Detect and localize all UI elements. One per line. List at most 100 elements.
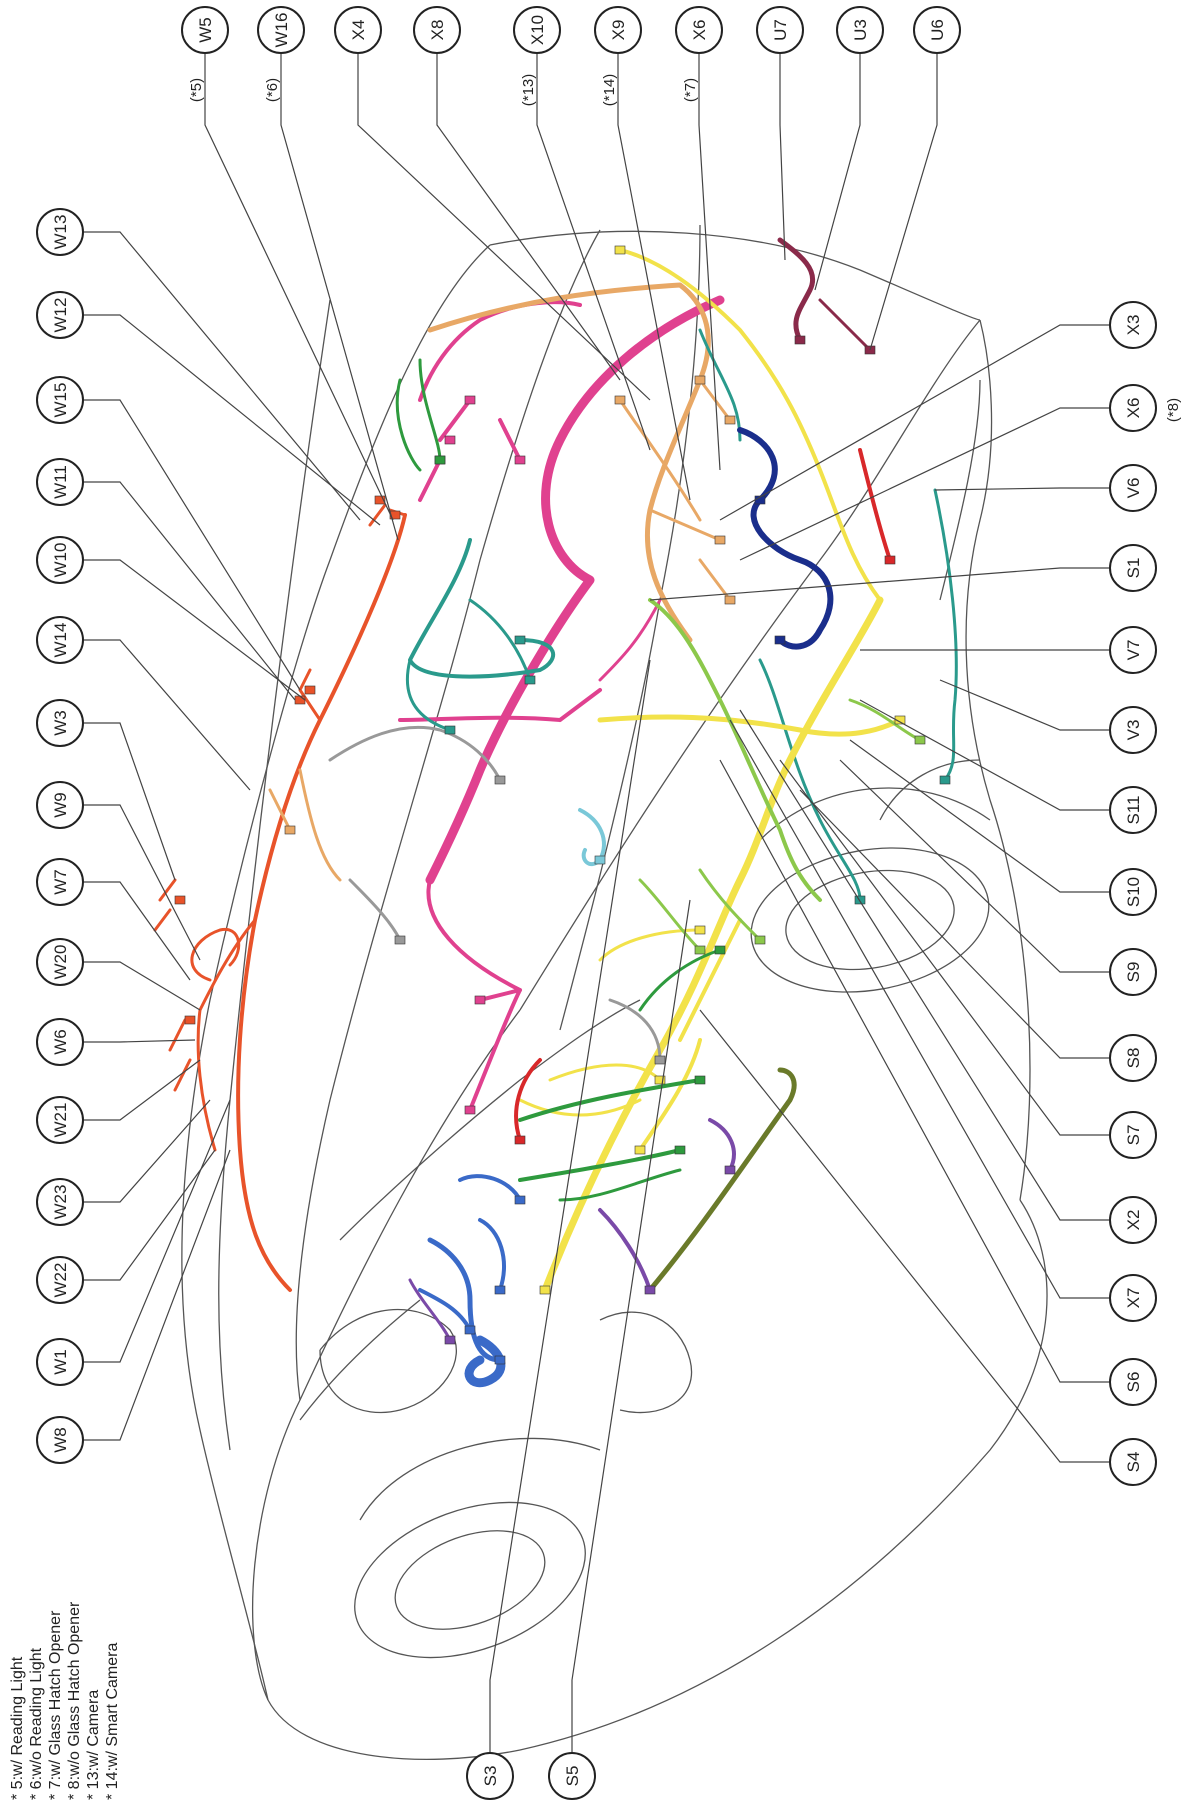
callout-left-w21: W21 xyxy=(36,1096,84,1144)
callout-top-u6: U6 xyxy=(913,6,961,54)
callout-right-s1: S1 xyxy=(1109,544,1157,592)
callout-right-s9: S9 xyxy=(1109,948,1157,996)
harness-navy xyxy=(737,427,834,650)
callout-left-w10: W10 xyxy=(36,536,84,584)
harness-light-green xyxy=(638,598,922,952)
leader-line xyxy=(83,961,201,1011)
callout-note: (*6) xyxy=(264,78,281,102)
harness-tan-rear xyxy=(268,282,732,882)
callout-label: S4 xyxy=(1124,1452,1143,1473)
callout-circle xyxy=(1109,1034,1157,1082)
leader-line xyxy=(739,407,1110,561)
leader-line xyxy=(204,53,394,521)
connector-block xyxy=(464,395,476,405)
harness-yellow-floor xyxy=(518,248,903,1294)
connector-block xyxy=(774,635,786,645)
callout-label: X9 xyxy=(609,20,628,41)
callout-circle xyxy=(1109,786,1157,834)
connector-block xyxy=(434,455,446,465)
connector-block xyxy=(394,935,406,945)
callout-label: X3 xyxy=(1124,315,1143,336)
callout-note: (*8) xyxy=(1165,398,1182,422)
connector-block xyxy=(464,1325,476,1335)
leader-line xyxy=(489,659,651,1753)
callout-circle xyxy=(1109,1111,1157,1159)
callout-left-w3: W3 xyxy=(36,699,84,747)
leader-line xyxy=(83,481,296,701)
callout-left-w15: W15 xyxy=(36,376,84,424)
connector-block xyxy=(654,1055,666,1065)
connector-block xyxy=(714,535,726,545)
leader-line xyxy=(83,639,251,791)
leader-line xyxy=(357,53,651,401)
callout-circle xyxy=(1109,464,1157,512)
callout-label: S9 xyxy=(1124,962,1143,983)
callout-right-x6: X6 xyxy=(1109,384,1157,432)
callout-label: V3 xyxy=(1124,720,1143,741)
connector-block xyxy=(914,735,926,745)
callout-label: S8 xyxy=(1124,1048,1143,1069)
callout-circle xyxy=(36,938,84,986)
connector-block xyxy=(694,945,706,955)
callout-circle xyxy=(1109,1358,1157,1406)
callout-circle xyxy=(1109,301,1157,349)
callout-circle xyxy=(1109,626,1157,674)
callout-top-x6: X6 xyxy=(675,6,723,54)
harness-connectors xyxy=(174,245,951,1365)
callout-circle xyxy=(36,1018,84,1066)
harness-blue-front xyxy=(418,1174,522,1388)
callout-circle xyxy=(1109,948,1157,996)
connector-block xyxy=(614,395,626,405)
callout-circle xyxy=(1109,706,1157,754)
connector-block xyxy=(634,1145,646,1155)
callout-right-s6: S6 xyxy=(1109,1358,1157,1406)
leader-line xyxy=(83,1059,201,1121)
callout-circle xyxy=(913,6,961,54)
harness-gray xyxy=(328,725,662,1062)
leader-line xyxy=(83,722,176,881)
callout-label: V7 xyxy=(1124,640,1143,661)
legend-line: * 6:w/o Reading Light xyxy=(28,1647,45,1800)
connector-block xyxy=(854,895,866,905)
leader-line xyxy=(869,53,938,351)
callout-label: X6 xyxy=(690,20,709,41)
connector-block xyxy=(539,1285,551,1295)
callout-left-w23: W23 xyxy=(36,1178,84,1226)
callout-label: S7 xyxy=(1124,1125,1143,1146)
callout-note: (*5) xyxy=(188,78,205,102)
callout-left-w12: W12 xyxy=(36,291,84,339)
callout-label: W7 xyxy=(51,869,70,895)
legend-line: * 14:w/ Smart Camera xyxy=(104,1643,121,1800)
connector-block xyxy=(174,895,186,905)
connector-block xyxy=(374,495,386,505)
leader-line xyxy=(83,1099,211,1203)
leader-line xyxy=(83,399,301,691)
callout-right-v7: V7 xyxy=(1109,626,1157,674)
callout-label: W13 xyxy=(51,215,70,250)
callout-circle xyxy=(36,858,84,906)
leader-line xyxy=(699,1009,1110,1463)
callout-left-w11: W11 xyxy=(36,458,84,506)
callout-circle xyxy=(513,6,561,54)
callout-left-w20: W20 xyxy=(36,938,84,986)
callout-label: W20 xyxy=(51,945,70,980)
callout-label: W5 xyxy=(196,17,215,43)
callout-circle xyxy=(36,1416,84,1464)
connector-block xyxy=(694,925,706,935)
connector-block xyxy=(284,825,296,835)
callout-top-x8: X8 xyxy=(413,6,461,54)
harness-olive-sill xyxy=(647,1067,797,1293)
callout-circle xyxy=(836,6,884,54)
connector-block xyxy=(674,1145,686,1155)
callout-circle xyxy=(594,6,642,54)
callout-right-x7: X7 xyxy=(1109,1274,1157,1322)
connector-block xyxy=(464,1105,476,1115)
callout-label: U7 xyxy=(771,19,790,41)
callout-label: X6 xyxy=(1124,398,1143,419)
callout-note: (*7) xyxy=(682,78,699,102)
callout-left-w8: W8 xyxy=(36,1416,84,1464)
callout-label: S5 xyxy=(563,1766,582,1787)
